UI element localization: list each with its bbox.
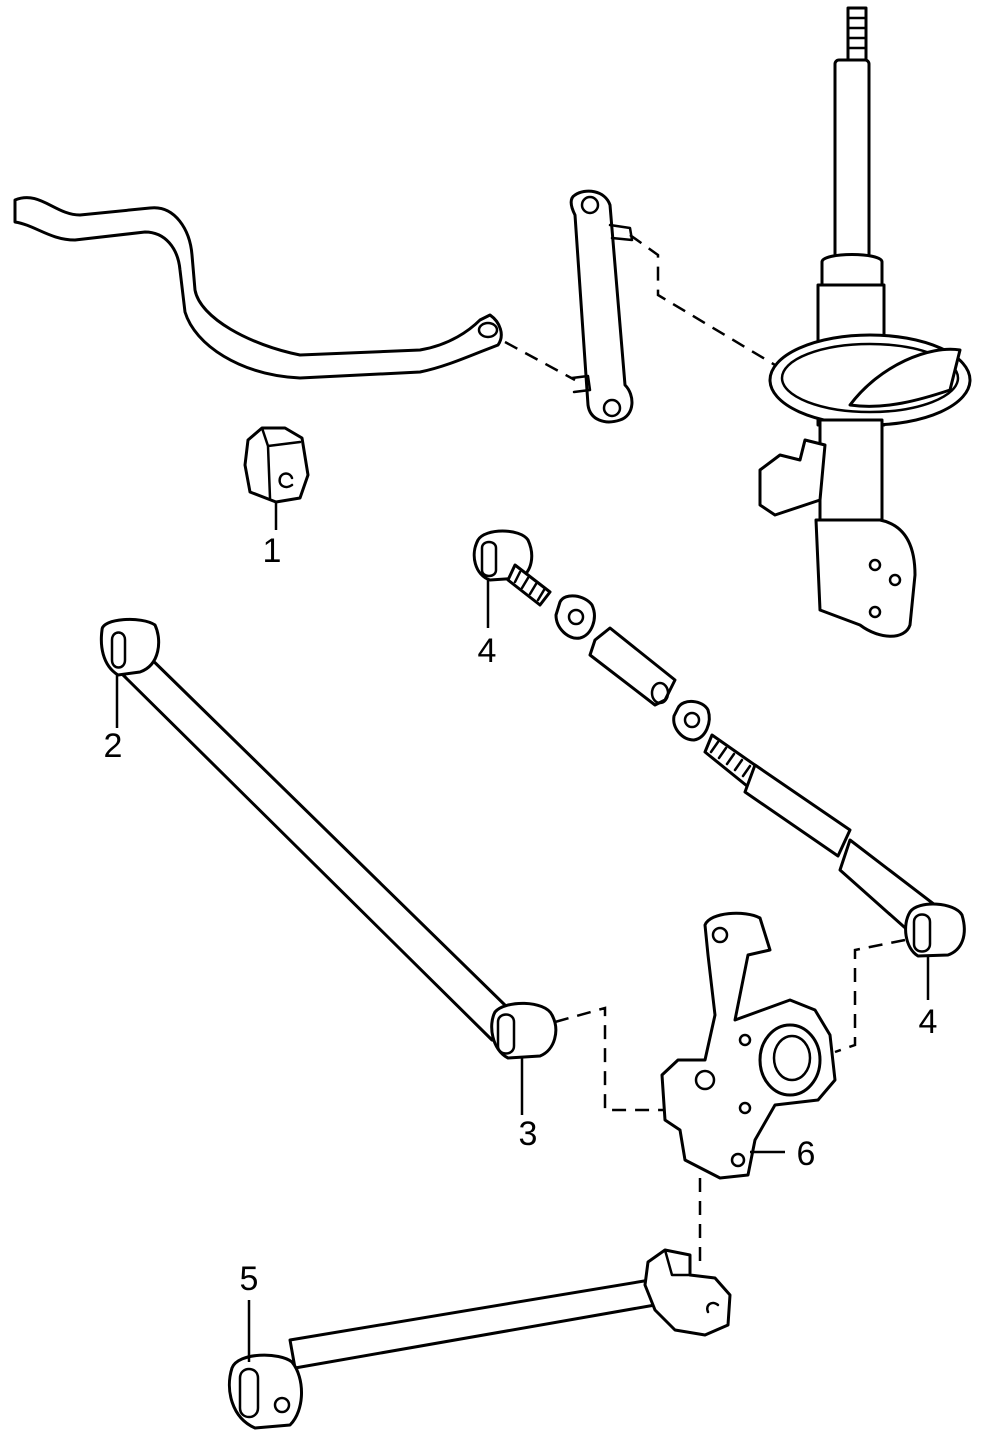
callout-labels: 1 2 3 4 4 5 6 [104, 532, 938, 1298]
strut-assembly [758, 6, 972, 638]
assembly-guide-lines [504, 233, 906, 1270]
stabilizer-bushing-part-1 [243, 426, 310, 504]
callout-5: 5 [240, 1260, 259, 1298]
callout-2: 2 [104, 727, 123, 765]
callout-4-top: 4 [478, 632, 497, 670]
lateral-link-part-2 [99, 617, 532, 1050]
stabilizer-link [569, 189, 634, 424]
callout-4-right: 4 [919, 1003, 938, 1041]
callout-1: 1 [263, 532, 282, 570]
trailing-arm-part-5 [227, 1248, 732, 1430]
lateral-link-bushing-part-3 [490, 1001, 558, 1060]
stabilizer-bar [13, 196, 503, 380]
knuckle-part-6 [660, 911, 837, 1180]
callout-leaders [115, 502, 930, 1362]
adjustable-link-assembly [472, 529, 966, 958]
callout-3: 3 [519, 1115, 538, 1153]
callout-6: 6 [797, 1135, 816, 1173]
